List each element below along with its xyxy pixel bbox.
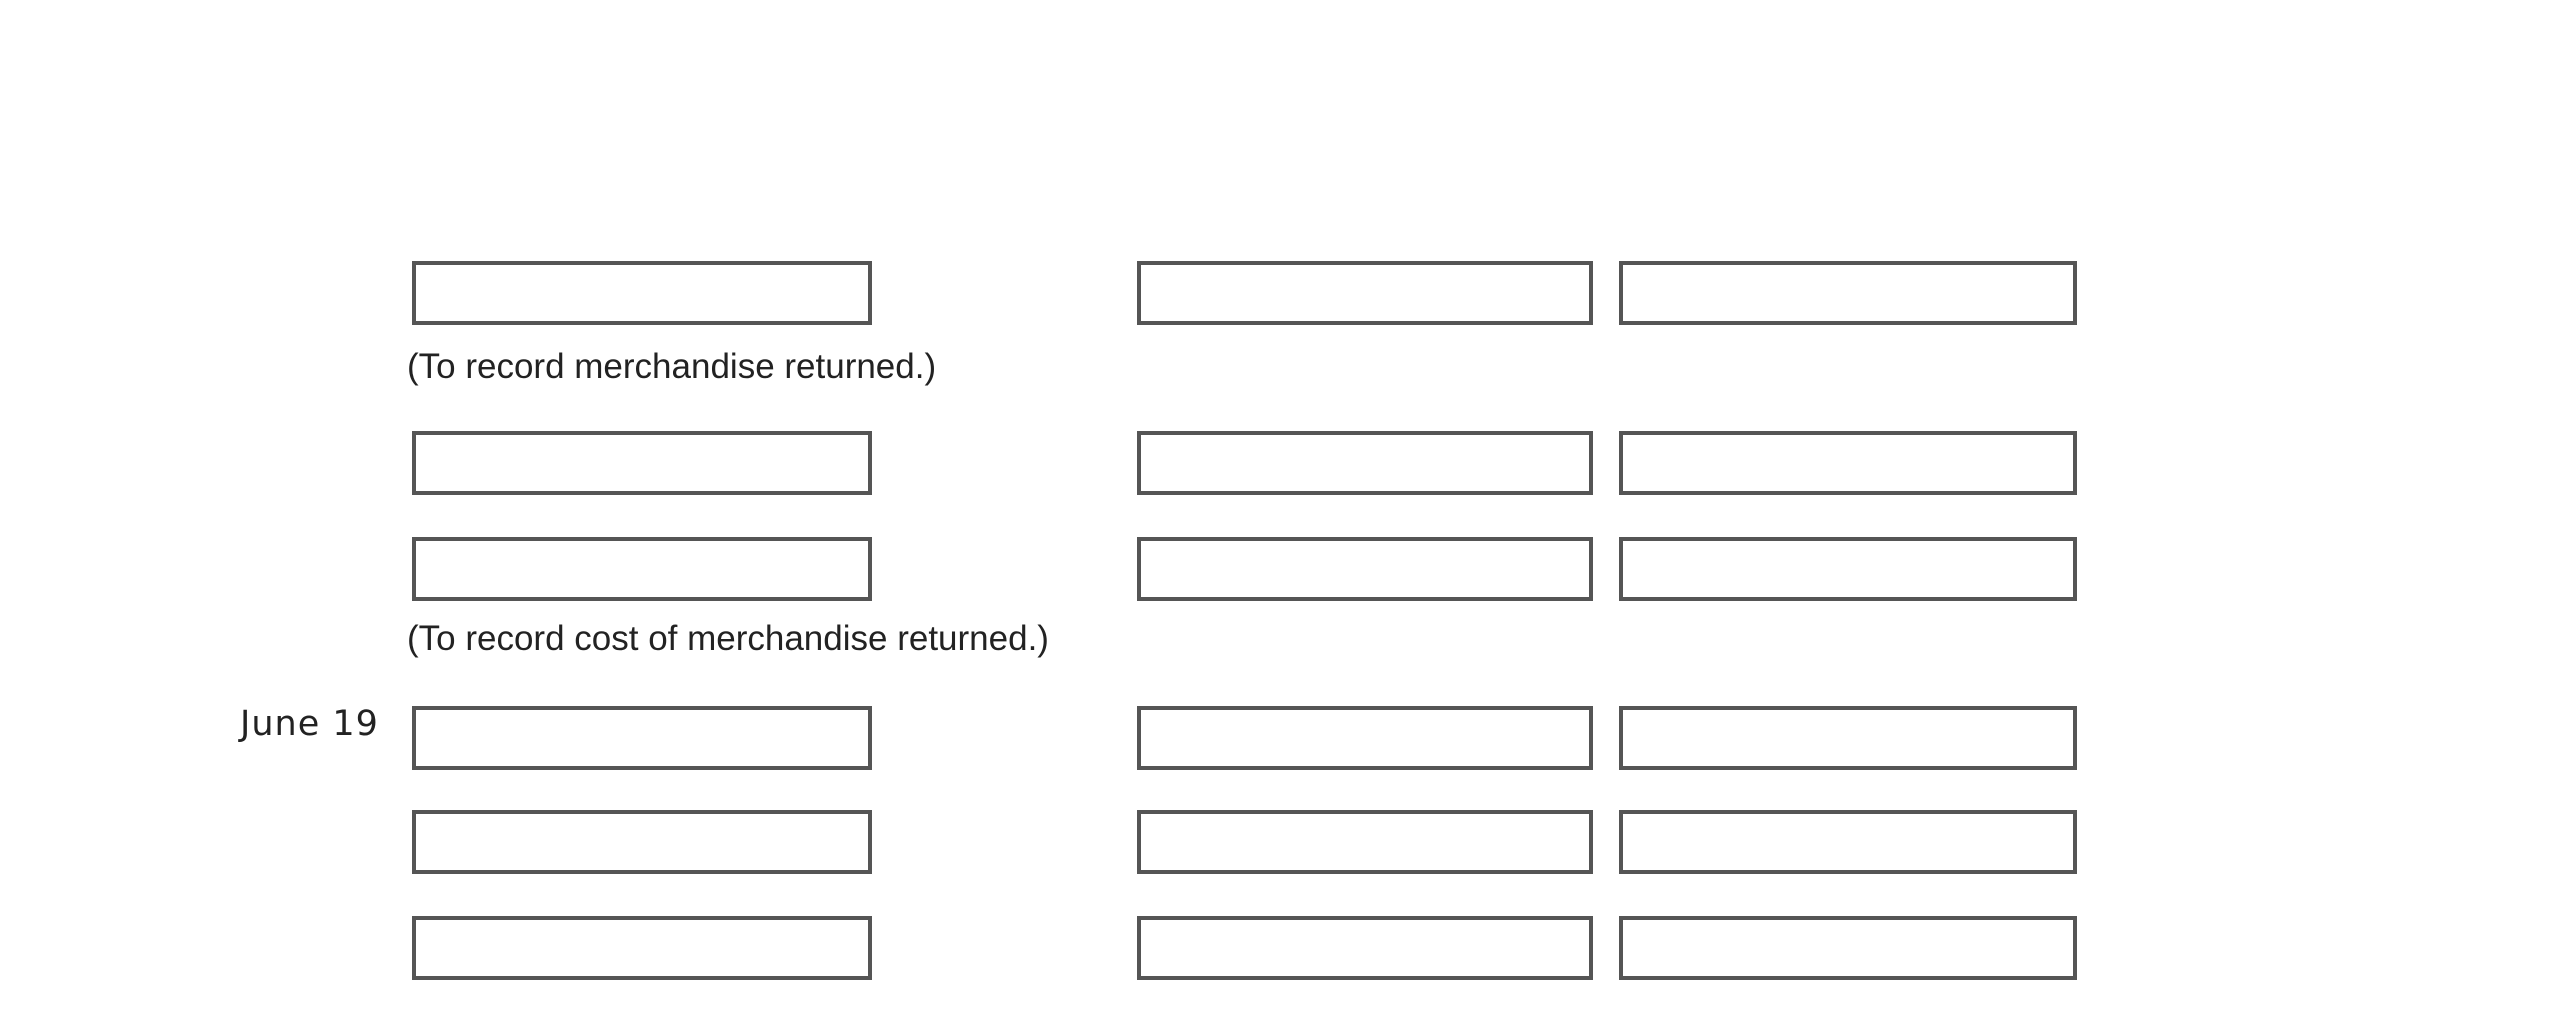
account-title-field[interactable] [412, 431, 872, 495]
account-title-field[interactable] [412, 537, 872, 601]
debit-amount-field[interactable] [1137, 706, 1593, 770]
debit-amount-field[interactable] [1137, 810, 1593, 874]
debit-amount-field[interactable] [1137, 431, 1593, 495]
debit-amount-field[interactable] [1137, 261, 1593, 325]
debit-amount-field[interactable] [1137, 916, 1593, 980]
credit-amount-field[interactable] [1619, 916, 2077, 980]
entry-explanation: (To record merchandise returned.) [407, 347, 937, 386]
account-title-field[interactable] [412, 916, 872, 980]
debit-amount-field[interactable] [1137, 537, 1593, 601]
entry-explanation: (To record cost of merchandise returned.… [407, 619, 1049, 658]
credit-amount-field[interactable] [1619, 810, 2077, 874]
credit-amount-field[interactable] [1619, 261, 2077, 325]
account-title-field[interactable] [412, 261, 872, 325]
account-title-field[interactable] [412, 810, 872, 874]
account-title-field[interactable] [412, 706, 872, 770]
entry-date-label: June 19 [240, 704, 379, 744]
credit-amount-field[interactable] [1619, 431, 2077, 495]
credit-amount-field[interactable] [1619, 537, 2077, 601]
credit-amount-field[interactable] [1619, 706, 2077, 770]
